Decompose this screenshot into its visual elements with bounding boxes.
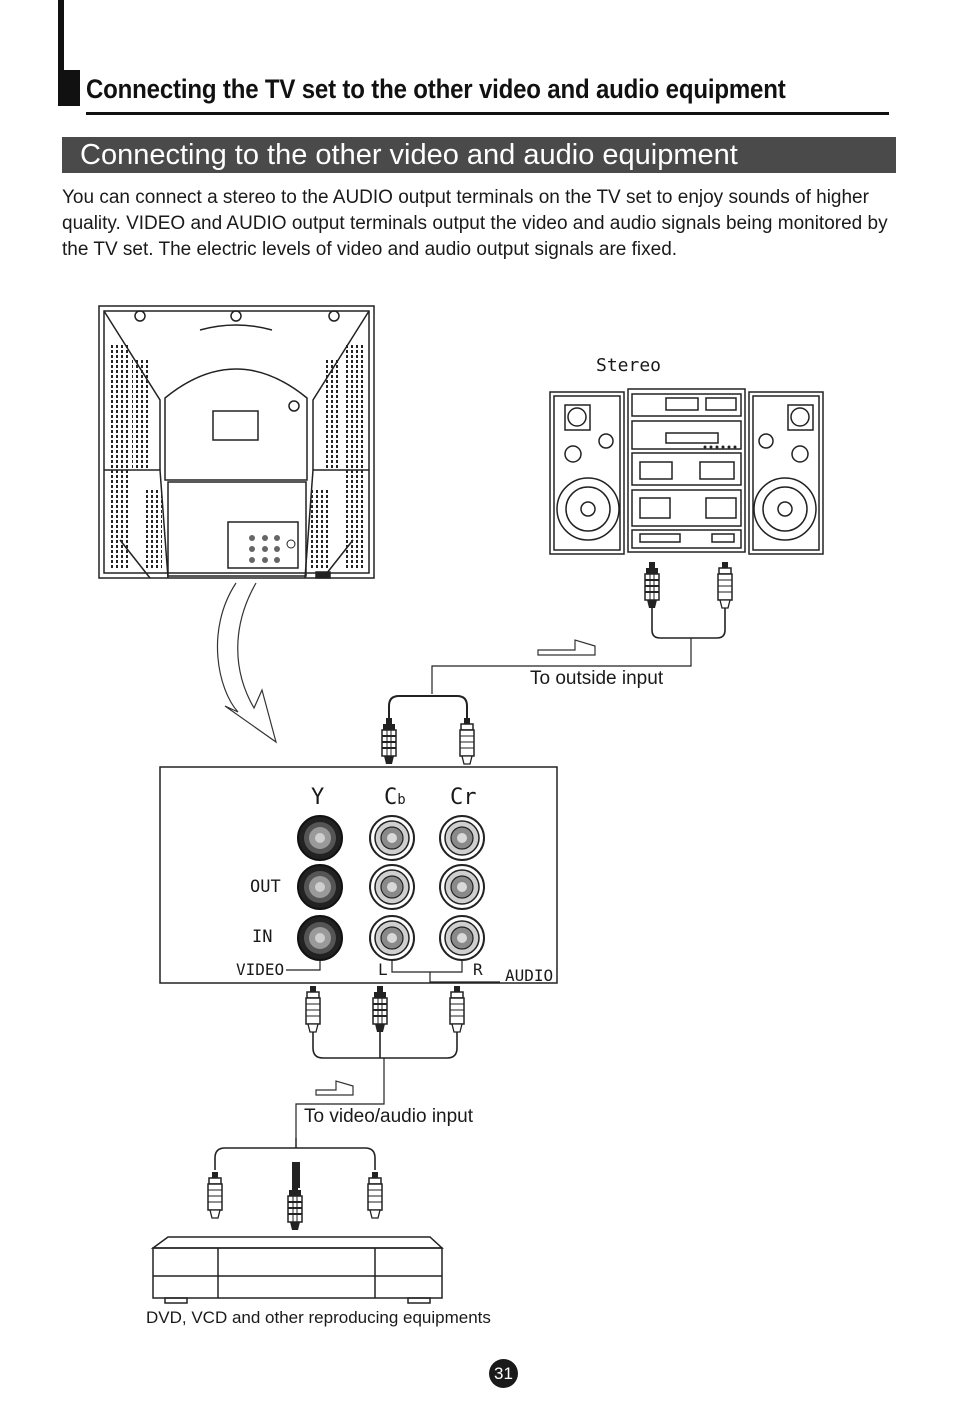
- section-title: Connecting to the other video and audio …: [80, 139, 738, 171]
- column-label-cb: Cb: [384, 785, 406, 810]
- section-title-bar: [62, 137, 896, 173]
- video-label: VIDEO: [236, 960, 285, 979]
- tv-mini-panel: [249, 535, 296, 563]
- page-number: 31: [489, 1359, 518, 1388]
- stereo-illustration: [549, 388, 824, 555]
- stereo-label: Stereo: [596, 355, 662, 376]
- page-title: Connecting the TV set to the other video…: [86, 74, 786, 104]
- column-label-cr: Cr: [450, 785, 477, 810]
- video-audio-input-label: To video/audio input: [304, 1106, 474, 1127]
- intro-paragraph: You can connect a stereo to the AUDIO ou…: [62, 187, 888, 260]
- av-terminal-panel: [159, 766, 558, 984]
- heading-rule: [86, 112, 889, 115]
- tv-rear-illustration: [98, 305, 375, 579]
- audio-left-label: L: [378, 960, 388, 979]
- header-corner-bar: [58, 0, 64, 106]
- row-label-in: IN: [252, 927, 273, 947]
- dvd-caption: DVD, VCD and other reproducing equipment…: [146, 1308, 491, 1327]
- heading-marker: [58, 70, 80, 106]
- audio-label: AUDIO: [505, 966, 554, 985]
- outside-input-label: To outside input: [530, 668, 664, 689]
- column-label-y: Y: [311, 785, 325, 810]
- audio-right-label: R: [473, 960, 483, 979]
- row-label-out: OUT: [250, 877, 281, 897]
- dvd-player-illustration: [150, 1236, 444, 1304]
